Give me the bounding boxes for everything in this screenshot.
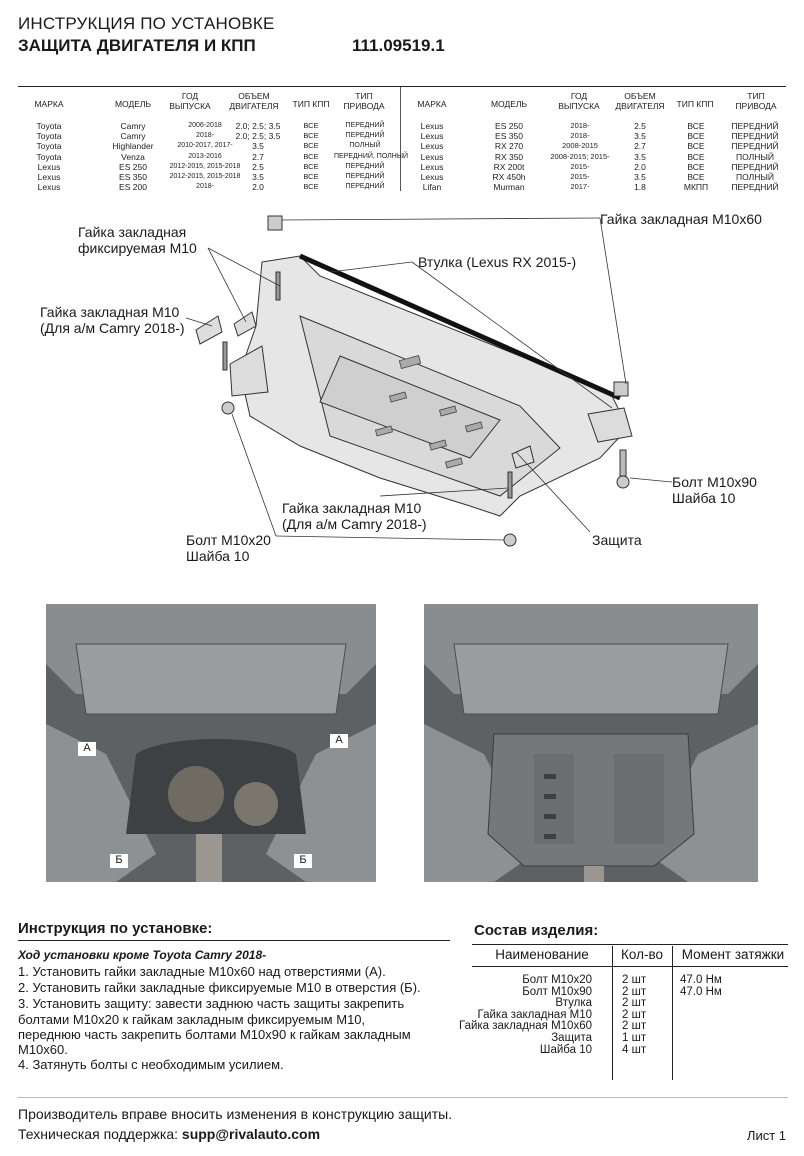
hdr-model-left: МОДЕЛЬ	[114, 99, 152, 109]
comp-hdr-qty: Кол-во	[621, 947, 663, 962]
assembly-diagram	[185, 215, 673, 547]
application-table: МАРКА МОДЕЛЬ ГОД ВЫПУСКА ОБЪЕМ ДВИГАТЕЛЯ…	[18, 86, 786, 193]
composition-rule-top	[472, 944, 788, 945]
hdr-drive-right: ТИП ПРИВОДА	[735, 91, 777, 111]
hdr-year-right: ГОД ВЫПУСКА	[558, 91, 600, 111]
nut-m10x60-right	[613, 381, 629, 397]
mark-a-right: А	[330, 734, 348, 748]
label-nut-m10x60: Гайка закладная М10х60	[600, 211, 762, 227]
instructions-title: Инструкция по установке:	[18, 920, 213, 937]
mark-b-right: Б	[294, 854, 312, 868]
sheet-number: Лист 1	[746, 1128, 786, 1143]
label-shield: Защита	[592, 532, 642, 548]
support-email-link[interactable]: supp@rivalauto.com	[181, 1126, 321, 1142]
hdr-engine-right: ОБЪЕМ ДВИГАТЕЛЯ	[615, 91, 665, 111]
doc-title-line1: ИНСТРУКЦИЯ ПО УСТАНОВКЕ	[18, 14, 275, 33]
instructions-divider	[18, 940, 450, 941]
composition-vline-1	[612, 946, 613, 1080]
hdr-gearbox-left: ТИП КПП	[292, 99, 330, 109]
instruction-step: 2. Установить гайки закладные фиксируемы…	[18, 980, 421, 995]
photo-after-install	[424, 604, 758, 882]
composition-rule-mid	[472, 966, 788, 967]
instruction-step: М10х60.	[18, 1042, 68, 1057]
photo-before-install: А А Б Б	[46, 604, 376, 882]
instruction-step: 1. Установить гайки закладные М10х60 над…	[18, 964, 386, 979]
footer-divider	[18, 1097, 788, 1098]
instruction-step: переднюю часть закрепить болтами М10х90 …	[18, 1027, 411, 1042]
composition-vline-2	[672, 946, 673, 1080]
nut-m10x60-left	[267, 215, 283, 231]
footer-support: Техническая поддержка: supp@rivalauto.co…	[18, 1126, 320, 1142]
hdr-drive-left: ТИП ПРИВОДА	[343, 91, 385, 111]
instructions-subtitle: Ход установки кроме Toyota Camry 2018-	[18, 948, 267, 962]
comp-hdr-torque: Момент затяжки	[681, 947, 785, 962]
hdr-make-right: МАРКА	[417, 99, 447, 109]
mark-b-left: Б	[110, 854, 128, 868]
instruction-step: 4. Затянуть болты с необходимым усилием.	[18, 1057, 284, 1072]
footer-disclaimer: Производитель вправе вносить изменения в…	[18, 1106, 453, 1122]
doc-title-line2: ЗАЩИТА ДВИГАТЕЛЯ И КПП	[18, 36, 256, 55]
hdr-gearbox-right: ТИП КПП	[676, 99, 714, 109]
bolt-m10x20-left	[221, 401, 235, 415]
instruction-step: болтами М10х20 к гайкам закладным фиксир…	[18, 1012, 366, 1027]
bolt-m10x90	[619, 449, 627, 477]
comp-hdr-name: Наименование	[495, 947, 589, 962]
hdr-model-right: МОДЕЛЬ	[490, 99, 528, 109]
label-nut-m10-camry: Гайка закладная М10(Для а/м Camry 2018-)	[40, 304, 185, 336]
composition-title: Состав изделия:	[474, 922, 599, 939]
support-label: Техническая поддержка:	[18, 1126, 182, 1142]
product-code: 111.09519.1	[352, 36, 445, 55]
label-bushing: Втулка (Lexus RX 2015-)	[418, 254, 577, 270]
instruction-step: 3. Установить защиту: завести заднюю час…	[18, 996, 405, 1011]
bolt-m10x20-right	[503, 533, 517, 547]
nut-m10-clip-left	[195, 315, 223, 345]
hdr-make-left: МАРКА	[34, 99, 64, 109]
mark-a-left: А	[78, 742, 96, 756]
table-divider	[400, 87, 401, 191]
label-nut-m10-camry-bottom: Гайка закладная М10(Для а/м Camry 2018-)	[282, 500, 427, 532]
hdr-year-left: ГОД ВЫПУСКА	[169, 91, 211, 111]
hdr-engine-left: ОБЪЕМ ДВИГАТЕЛЯ	[229, 91, 279, 111]
